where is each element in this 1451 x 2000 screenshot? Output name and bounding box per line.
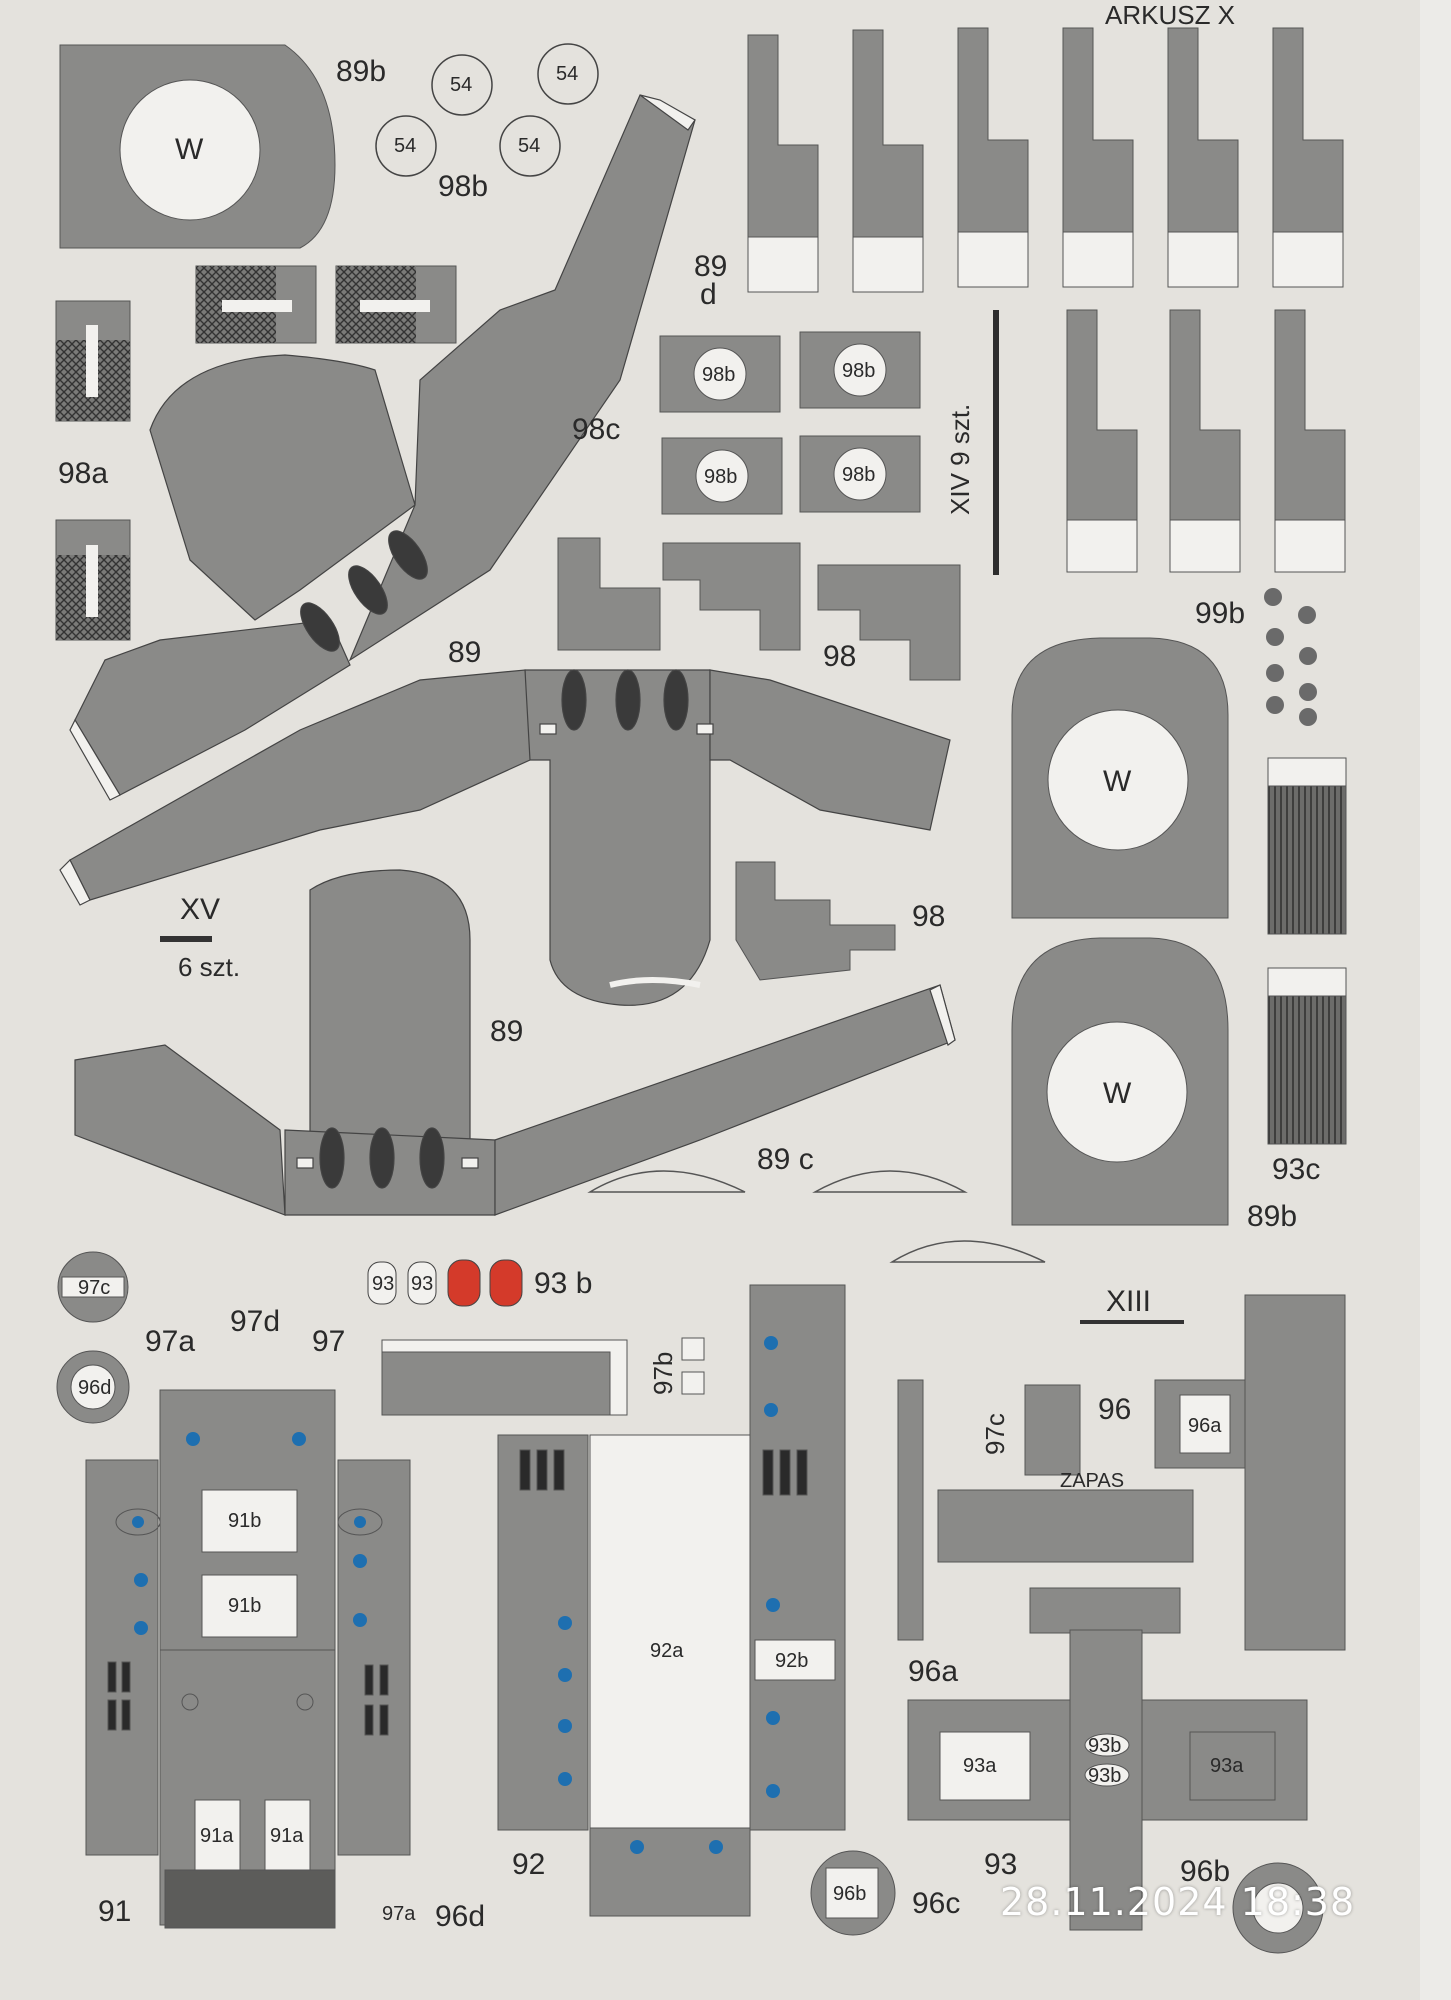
label-98-top: 98: [823, 640, 857, 673]
part-93c-striped: [1267, 757, 1347, 1145]
label-89b-lower: 89b: [1247, 1200, 1298, 1233]
part-96d-disc: [56, 1350, 130, 1424]
part-96-cross: [1154, 1294, 1346, 1651]
label-93: 93: [984, 1848, 1018, 1881]
label-97a: 97a: [145, 1325, 196, 1358]
label-91b-1: 91b: [228, 1510, 262, 1532]
label-93a-1: 93a: [963, 1755, 997, 1777]
label-93b-oval-1: 93b: [1088, 1735, 1122, 1757]
part-89c-arcs: [587, 1170, 1046, 1263]
label-98b-plate-1: 98b: [702, 364, 736, 386]
label-89-lower: 89: [490, 1015, 524, 1048]
label-96d-disc: 96d: [78, 1377, 112, 1399]
label-96a-plate: 96a: [1188, 1415, 1222, 1437]
label-91b-2: 91b: [228, 1595, 262, 1617]
label-93b-oval-2: 93b: [1088, 1765, 1122, 1787]
label-xv: XV: [180, 893, 221, 926]
label-98a: 98a: [58, 457, 109, 490]
part-89-lower: [74, 869, 956, 1216]
part-96c-disc: [810, 1850, 896, 1936]
label-89b-top: 89b: [336, 55, 387, 88]
label-98b: 98b: [438, 170, 489, 203]
label-96c: 96c: [912, 1887, 961, 1920]
label-97: 97: [312, 1325, 346, 1358]
part-93-cross: [907, 1587, 1308, 1931]
label-89d-suffix: d: [700, 278, 717, 311]
label-89-upper: 89: [448, 636, 482, 669]
part-97-rail: [381, 1337, 705, 1416]
label-91a-1: 91a: [200, 1825, 234, 1847]
label-98b-plate-4: 98b: [842, 464, 876, 486]
label-97c: 97c: [980, 1413, 1010, 1455]
part-98-brackets: [557, 537, 961, 981]
part-89-upper-diagonal: [69, 94, 696, 801]
zapas-strip: [937, 1489, 1194, 1563]
part-97c-disc: [57, 1251, 129, 1323]
part-89b-top: [59, 44, 336, 249]
label-97d: 97d: [230, 1305, 281, 1338]
label-54-4: 54: [518, 135, 541, 157]
label-97b: 97b: [648, 1351, 678, 1395]
part-98c-plates: [659, 331, 921, 515]
xiii-bar: [1080, 1320, 1184, 1324]
label-96d: 96d: [435, 1900, 486, 1933]
label-93b: 93 b: [534, 1267, 593, 1300]
label-96b-disc: 96b: [833, 1883, 867, 1905]
part-93b-row: [367, 1259, 523, 1307]
xiv-rod: [993, 310, 999, 575]
part-98a-tabs: [55, 265, 457, 641]
label-93-small-2: 93: [411, 1273, 434, 1295]
label-98c: 98c: [572, 413, 621, 446]
label-89d-num: 89: [694, 250, 728, 283]
part-97c-small: [1024, 1384, 1081, 1476]
label-96: 96: [1098, 1393, 1132, 1426]
label-54-1: 54: [450, 74, 473, 96]
label-98b-plate-2: 98b: [842, 360, 876, 382]
label-96b: 96b: [1180, 1855, 1231, 1888]
label-98b-plate-3: 98b: [704, 466, 738, 488]
label-xiii: XIII: [1106, 1285, 1152, 1318]
label-99b: 99b: [1195, 597, 1246, 630]
label-91: 91: [98, 1895, 132, 1928]
label-xv-qty: 6 szt.: [178, 952, 241, 982]
timestamp-stamp: 28.11.2024 18:38: [1000, 1880, 1356, 1924]
xv-bar: [160, 936, 212, 942]
part-92-rivets: [558, 1336, 780, 1854]
label-96a: 96a: [908, 1655, 959, 1688]
label-93a-2: 93a: [1210, 1755, 1244, 1777]
label-89c: 89 c: [757, 1143, 814, 1176]
label-54-3: 54: [394, 135, 417, 157]
label-93-small-1: 93: [372, 1273, 395, 1295]
window-letter-right-2: W: [1103, 1077, 1132, 1110]
label-54-2: 54: [556, 63, 579, 85]
part-91: [85, 1389, 411, 1929]
window-letter-right-1: W: [1103, 765, 1132, 798]
label-93c: 93c: [1272, 1153, 1321, 1186]
part-89-middle: [59, 669, 951, 1006]
label-92b: 92b: [775, 1650, 809, 1672]
part-91-rivets: [132, 1432, 367, 1635]
part-96a-strip: [897, 1379, 924, 1641]
part-99b-dots: [1264, 588, 1317, 726]
label-92a: 92a: [650, 1640, 684, 1662]
sheet-title: ARKUSZ X: [1105, 0, 1236, 30]
part-98b-discs: [375, 43, 599, 177]
label-97c-disc: 97c: [78, 1277, 111, 1299]
label-97a-circle: 97a: [382, 1903, 416, 1925]
window-letter-top: W: [175, 133, 204, 166]
label-zapas: ZAPAS: [1060, 1470, 1125, 1492]
label-98-mid: 98: [912, 900, 946, 933]
label-92: 92: [512, 1848, 546, 1881]
part-89d-columns: [747, 27, 1346, 573]
label-91a-2: 91a: [270, 1825, 304, 1847]
label-xiv: XIV 9 szt.: [945, 403, 975, 515]
part-92: [497, 1284, 846, 1917]
part-96b-disc: [1232, 1862, 1324, 1954]
part-89b-right-plates: [1011, 637, 1229, 1226]
